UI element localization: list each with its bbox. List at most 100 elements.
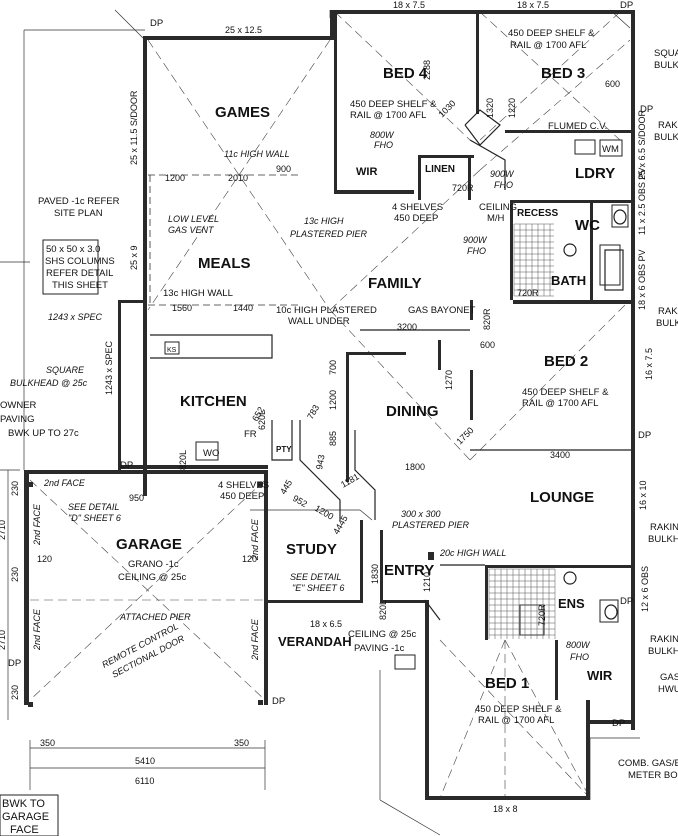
room-bed3: BED 3 — [541, 65, 585, 82]
plan-label: DP — [640, 104, 653, 115]
plan-label: FLUMED C.V. — [548, 121, 607, 132]
plan-label: "D" SHEET 6 — [68, 513, 121, 523]
plan-label: PAVING -1c — [354, 643, 405, 654]
plan-label: DP — [638, 430, 651, 441]
dim-1200b: 1200 — [328, 390, 338, 410]
plan-label: 2nd FACE — [43, 478, 86, 488]
plan-label: DP — [120, 460, 133, 471]
dim-2710a: 2710 — [0, 520, 7, 540]
room-study: STUDY — [286, 541, 337, 558]
plan-label: PAVED -1c REFER — [38, 196, 120, 207]
dim-1320: 1320 — [485, 98, 495, 118]
plan-label: 800W — [370, 130, 395, 140]
dim-600: 600 — [605, 79, 620, 89]
dim-1270: 1270 — [444, 370, 454, 390]
plan-label: GAS — [660, 672, 678, 683]
plan-label: 450 DEEP SHELF & — [350, 99, 437, 110]
room-bed4: BED 4 — [383, 65, 428, 82]
dim-600b: 600 — [480, 340, 495, 350]
dim-1750: 1750 — [454, 425, 475, 446]
plan-label: WALL UNDER — [288, 316, 350, 327]
room-meals: MEALS — [198, 255, 251, 272]
plan-label: 2nd FACE — [32, 608, 42, 651]
plan-label: WO — [203, 448, 219, 459]
plan-label: BWK UP TO 27c — [8, 428, 79, 439]
dim-16x75: 16 x 7.5 — [644, 348, 654, 380]
plan-label: 13c HIGH WALL — [163, 288, 233, 299]
room-bed2: BED 2 — [544, 353, 588, 370]
plan-label: RAIL @ 1700 AFL — [478, 715, 554, 726]
plan-label: DP — [150, 18, 163, 29]
dim-16x10: 16 x 10 — [638, 480, 648, 510]
plan-label: 50 x 50 x 3.0 — [46, 244, 100, 255]
dim-6110: 6110 — [135, 776, 154, 786]
walls — [24, 10, 635, 800]
room-recess: RECESS — [517, 208, 558, 219]
dim-1210: 1210 — [422, 572, 432, 592]
room-garage: GARAGE — [116, 536, 182, 553]
plan-label: FHO — [494, 180, 513, 190]
plan-label: PLASTERED PIER — [392, 520, 470, 530]
dim-1200: 1200 — [165, 173, 185, 183]
dim-900: 900 — [276, 164, 291, 174]
room-linen: LINEN — [425, 164, 455, 175]
plan-label: PAVING — [0, 414, 35, 425]
plan-label: DP — [8, 658, 21, 669]
plan-label: ATTACHED PIER — [119, 612, 191, 622]
room-ens: ENS — [558, 596, 585, 611]
plan-label: DP — [620, 596, 633, 607]
tiled-floors — [488, 223, 556, 639]
dim-620l: 620L — [257, 410, 267, 430]
plan-label: M/H — [487, 213, 505, 224]
plan-label: 4 SHELVES — [392, 202, 443, 213]
plan-label: "E" SHEET 6 — [292, 583, 344, 593]
dim-2288: 2288 — [422, 60, 432, 80]
dim-700: 700 — [328, 360, 338, 375]
plan-label: SEE DETAIL — [68, 502, 119, 512]
room-wir4: WIR — [356, 166, 377, 178]
plan-label: SQUARE — [46, 365, 85, 375]
dim-720rb: 720R — [517, 288, 539, 298]
plan-label: SQUARE — [654, 48, 678, 59]
room-verandah: VERANDAH — [278, 634, 352, 649]
plan-label: SEE DETAIL — [290, 572, 341, 582]
plan-label: GAS VENT — [168, 225, 215, 235]
dim-games-door: 25 x 11.5 S/DOOR — [129, 90, 139, 165]
interior-lines — [148, 109, 631, 670]
room-wc: WC — [575, 217, 600, 234]
dim-1200c: 1200 — [313, 503, 335, 522]
dim-18x6: 18 x 6 OBS PV — [637, 249, 647, 310]
plan-label: PLASTERED PIER — [290, 229, 368, 239]
dim-4445: 4445 — [331, 514, 350, 536]
plan-label: FHO — [570, 652, 589, 662]
plan-label: SITE PLAN — [54, 208, 103, 219]
room-lounge: LOUNGE — [530, 489, 594, 506]
plan-label: DP — [272, 696, 285, 707]
room-bed1: BED 1 — [485, 675, 529, 692]
tile-grid — [488, 568, 556, 639]
plan-label: GAS BAYONET — [408, 305, 476, 316]
plan-label: BULKHEAD — [648, 534, 678, 545]
dim-885: 885 — [328, 431, 338, 446]
dim-3400: 3400 — [550, 450, 570, 460]
dim-games-side: 25 x 9 — [129, 245, 139, 270]
dim-950: 950 — [129, 493, 144, 503]
plan-label: 450 DEEP SHELF & — [475, 704, 562, 715]
plan-label: WM — [602, 144, 619, 155]
room-bath: BATH — [551, 273, 586, 288]
room-family: FAMILY — [368, 275, 422, 292]
plan-label: 800W — [566, 640, 591, 650]
plan-label: OWNER — [0, 400, 37, 411]
plan-label: 4 SHELVES — [218, 480, 269, 491]
plan-label: HWU — [658, 684, 678, 695]
dim-11x25: 11 x 2.5 OBS PV — [637, 168, 647, 235]
plan-label: 900W — [463, 235, 488, 245]
plan-label: BULKHEAD — [648, 646, 678, 657]
plan-label: LOW LEVEL — [168, 214, 219, 224]
plan-label: METER BOX — [628, 770, 678, 781]
tile-grid — [513, 223, 554, 297]
plan-label: 450 DEEP SHELF & — [508, 28, 595, 39]
dim-18x8: 18 x 8 — [493, 804, 518, 814]
plan-label: FACE — [10, 824, 39, 836]
